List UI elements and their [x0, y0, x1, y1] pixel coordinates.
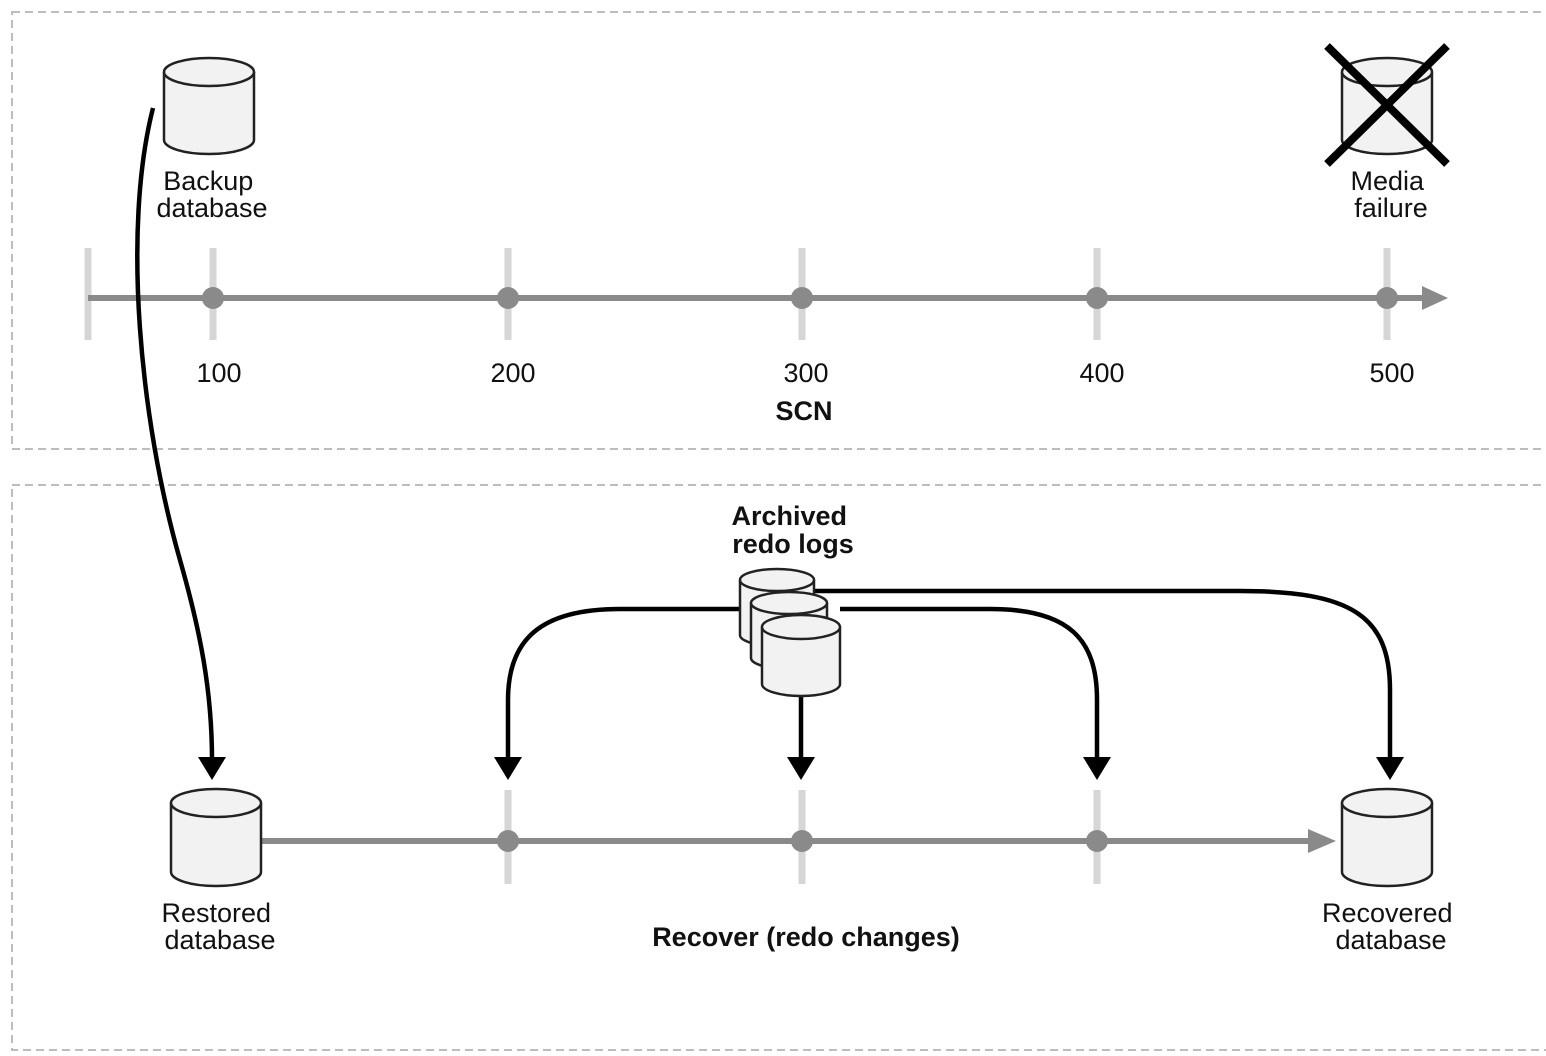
tick-label-200: 200 [490, 358, 535, 388]
archived-redo-logs-icon [738, 567, 842, 698]
timeline-point [1086, 287, 1108, 309]
failure-x-icon [1324, 43, 1450, 167]
media-failure-label: Media failure [1350, 166, 1431, 223]
redo-arrowhead-300 [787, 757, 815, 780]
restore-arrowhead [198, 757, 226, 780]
redo-arrowhead-500 [1376, 757, 1404, 780]
recovery-timeline [258, 790, 1336, 884]
recover-caption: Recover (redo changes) [652, 922, 960, 952]
tick-label-100: 100 [196, 358, 241, 388]
redo-arrowhead-400 [1083, 757, 1111, 780]
timeline-point [202, 287, 224, 309]
top-panel [11, 11, 1546, 450]
scn-axis-label: SCN [775, 396, 832, 426]
tick-label-400: 400 [1079, 358, 1124, 388]
timeline-point [1376, 287, 1398, 309]
backup-database-label: Backup database [156, 166, 267, 223]
scn-timeline [84, 248, 1448, 340]
timeline-point [791, 830, 813, 852]
tick-label-300: 300 [783, 358, 828, 388]
redo-arrow-200 [505, 606, 740, 760]
redo-arrowhead-200 [494, 757, 522, 780]
bottom-panel [11, 484, 1546, 1051]
timeline-point [791, 287, 813, 309]
timeline-point [497, 287, 519, 309]
tick-label-500: 500 [1369, 358, 1414, 388]
restored-database-icon [169, 787, 263, 888]
restored-database-label: Restored database [161, 898, 278, 955]
archived-redo-logs-label: Archived redo logs [731, 501, 854, 559]
timeline-point [497, 830, 519, 852]
timeline-point [1086, 830, 1108, 852]
restore-arrow [135, 107, 215, 761]
recovered-database-icon [1340, 787, 1434, 888]
redo-arrow-400 [840, 606, 1100, 760]
redo-arrow-500 [815, 588, 1393, 760]
backup-database-icon [162, 56, 256, 156]
recovered-database-label: Recovered database [1322, 898, 1460, 955]
